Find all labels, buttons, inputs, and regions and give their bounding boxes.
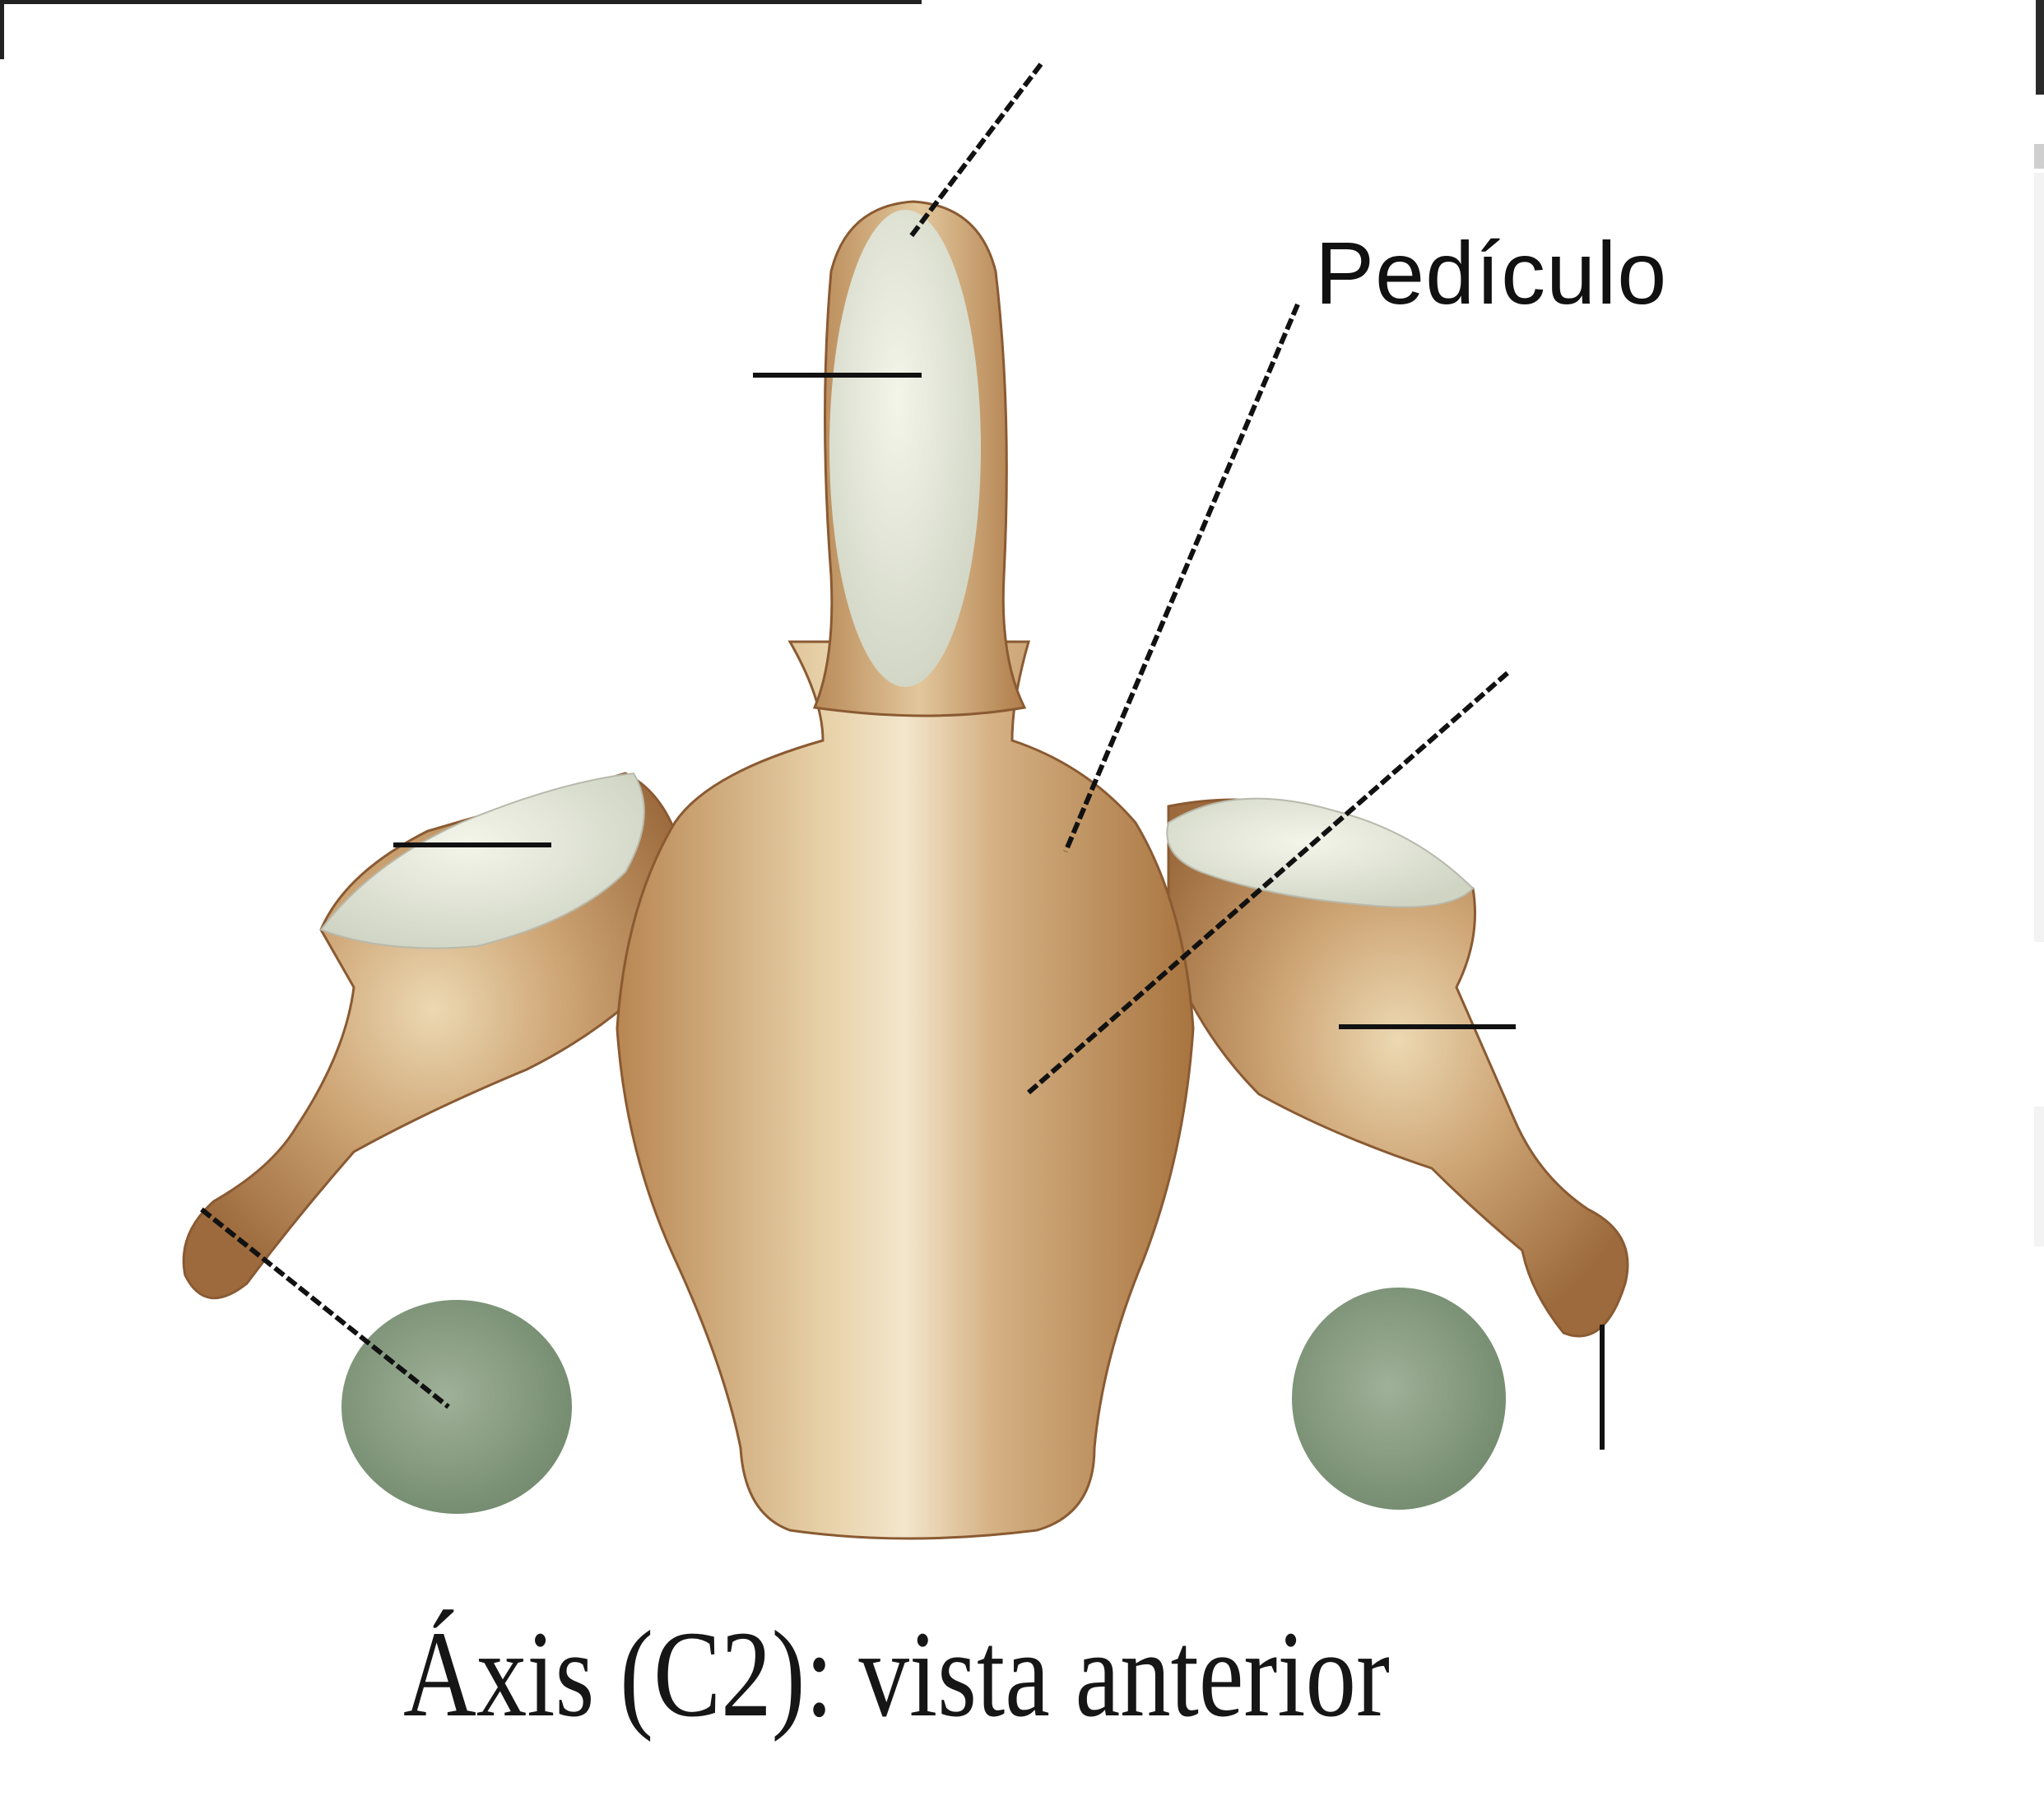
- edge-strip: [2034, 173, 2044, 942]
- leader-line-dens-apex: [907, 63, 1043, 240]
- left-superior-facet: [319, 772, 645, 949]
- right-superior-facet: [1166, 797, 1475, 908]
- label-pediculo: Pedículo: [1315, 223, 1668, 323]
- leader-line-inferior-facet-left: [200, 1207, 450, 1409]
- edge-strip: [2036, 0, 2044, 95]
- edge-strip: [2034, 1107, 2044, 1246]
- left-inferior-facet: [341, 1300, 572, 1514]
- leader-line-pediculo: [1063, 303, 1300, 853]
- vertebral-body: [616, 640, 1195, 1540]
- figure-caption: Áxis (C2): vista anterior: [403, 1606, 1391, 1743]
- leader-line-body: [1027, 671, 1509, 1095]
- edge-strip: [2034, 144, 2044, 169]
- dens-anterior-facet: [829, 210, 981, 687]
- right-inferior-facet: [1292, 1288, 1506, 1510]
- right-lateral-mass: [1167, 798, 1629, 1338]
- frame-line-top: [0, 0, 922, 4]
- leader-lines: [200, 63, 1605, 1450]
- frame-line-left: [0, 0, 4, 59]
